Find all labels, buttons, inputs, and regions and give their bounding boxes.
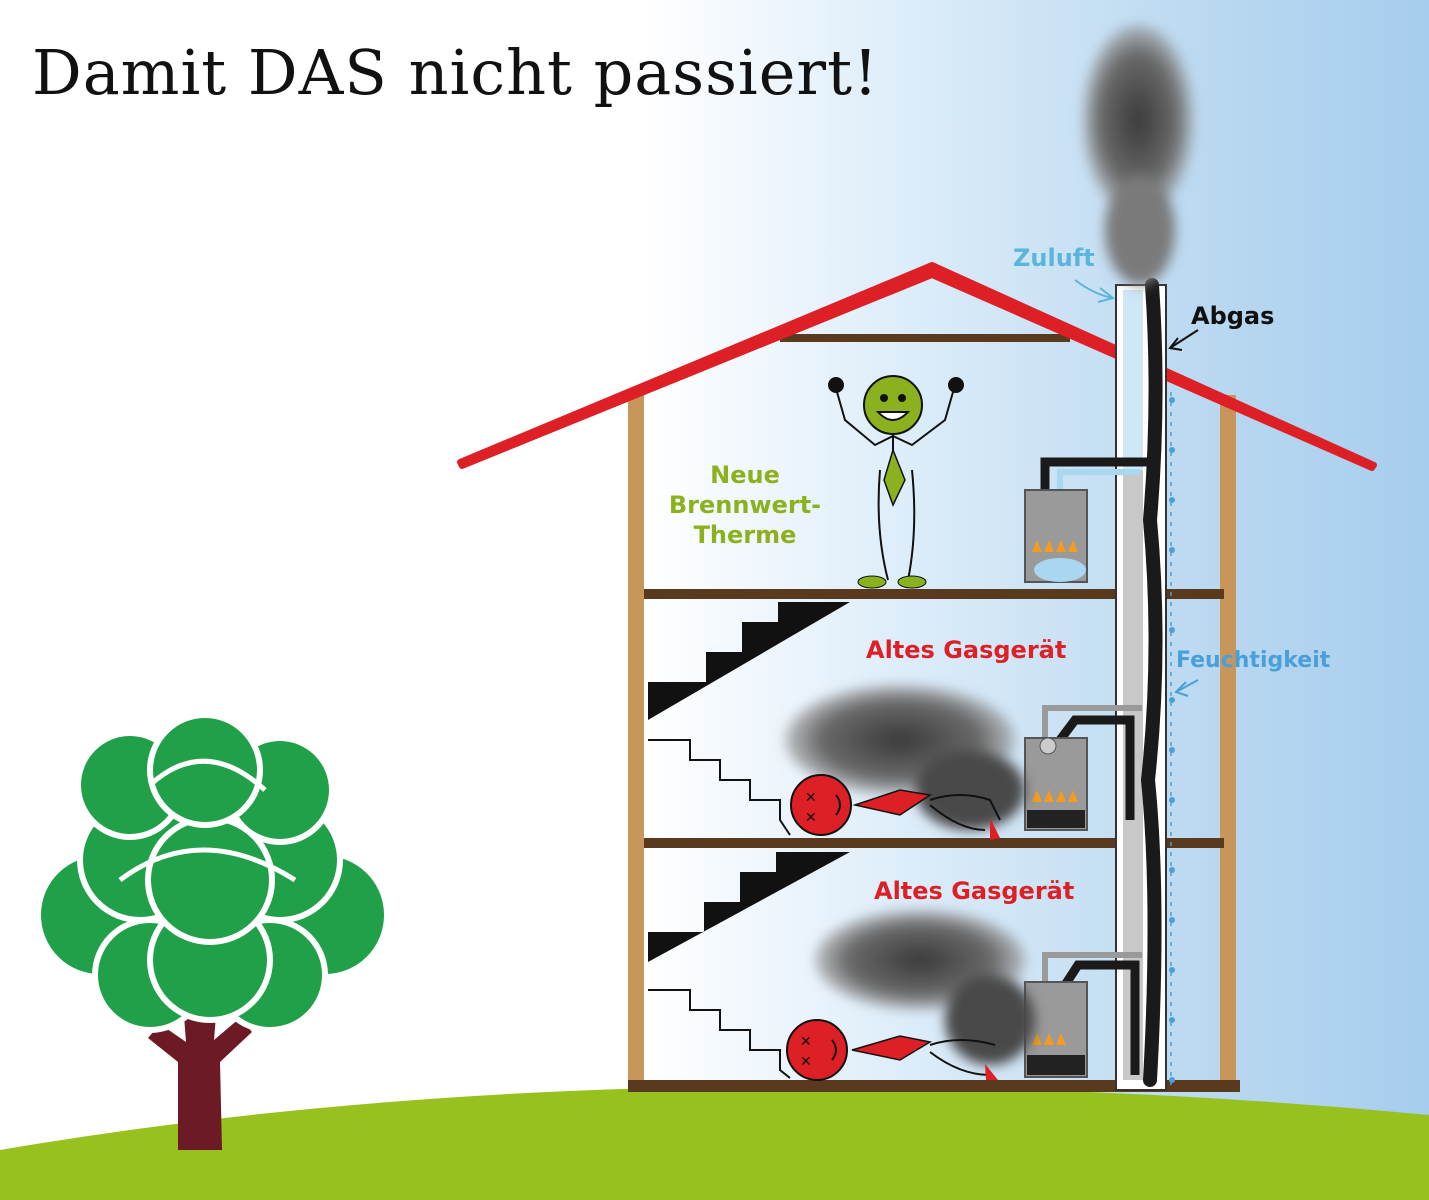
gas-boiler-icon <box>1024 457 1150 583</box>
smoke-cloud-icon <box>785 25 1193 1065</box>
new-boiler-label-line3: Therme <box>693 521 797 549</box>
flame-icon <box>1032 540 1078 552</box>
new-boiler-label: Neue Brennwert- Therme <box>650 460 840 550</box>
svg-text:✕: ✕ <box>800 1054 812 1070</box>
happy-person-icon <box>828 375 964 589</box>
roof <box>457 262 1377 471</box>
staircase-icon <box>648 602 850 1079</box>
svg-text:✕: ✕ <box>805 810 817 826</box>
house-structure <box>628 334 1240 1092</box>
moisture-label: Feuchtigkeit <box>1176 648 1331 673</box>
water-drop-icon <box>1169 397 1175 1083</box>
flame-icon <box>1032 1033 1066 1045</box>
new-boiler-label-line1: Neue <box>710 461 780 489</box>
unwell-person-icon: ✕ ✕ <box>786 1019 998 1081</box>
unwell-person-icon: ✕ ✕ <box>790 774 1001 840</box>
tree-icon <box>35 712 390 1150</box>
gas-boiler-icon <box>1024 705 1142 831</box>
grass-hill <box>0 1085 1429 1200</box>
svg-text:✕: ✕ <box>805 790 817 806</box>
arrow-icon <box>1074 279 1199 697</box>
old-device-label-upper: Altes Gasgerät <box>866 636 1067 664</box>
new-boiler-label-line2: Brennwert- <box>668 491 822 519</box>
gas-boiler-icon <box>1024 952 1142 1078</box>
old-device-label-lower: Altes Gasgerät <box>874 877 1075 905</box>
page-title: Damit DAS nicht passiert! <box>32 36 879 109</box>
flame-icon <box>1032 790 1078 802</box>
supply-air-label: Zuluft <box>1013 244 1095 272</box>
svg-text:✕: ✕ <box>800 1034 812 1050</box>
exhaust-label: Abgas <box>1191 302 1275 330</box>
